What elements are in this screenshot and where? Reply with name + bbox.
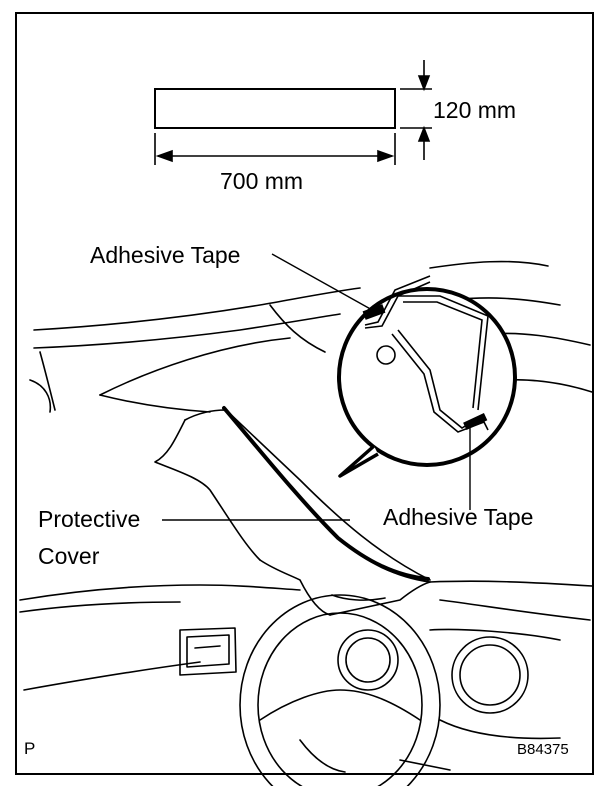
detail-pointer [338, 444, 379, 478]
figure-frame [15, 12, 594, 775]
adhesive-tape-mark-top [362, 304, 386, 320]
height-dimension-label: 120 mm [433, 97, 517, 123]
vehicle-interior-drawing [19, 260, 593, 786]
adhesive-tape-label-right: Adhesive Tape [383, 504, 534, 530]
a-pillar-garnish [184, 409, 431, 581]
cover-sheet-rectangle [154, 88, 396, 129]
leader-lines [162, 253, 471, 521]
adhesive-tape-label-top: Adhesive Tape [90, 242, 241, 268]
corner-mark-p: P [24, 739, 36, 758]
protective-cover-label-line2: Cover [38, 543, 100, 569]
protective-cover-label-line1: Protective [38, 506, 141, 532]
width-dimension-label: 700 mm [220, 168, 304, 194]
figure-code: B84375 [517, 741, 569, 758]
leader-adhesive-tape-top [271, 253, 375, 312]
steering-wheel [239, 594, 441, 786]
detail-callout [337, 275, 517, 478]
cover-sheet-dimension-drawing [154, 60, 432, 165]
